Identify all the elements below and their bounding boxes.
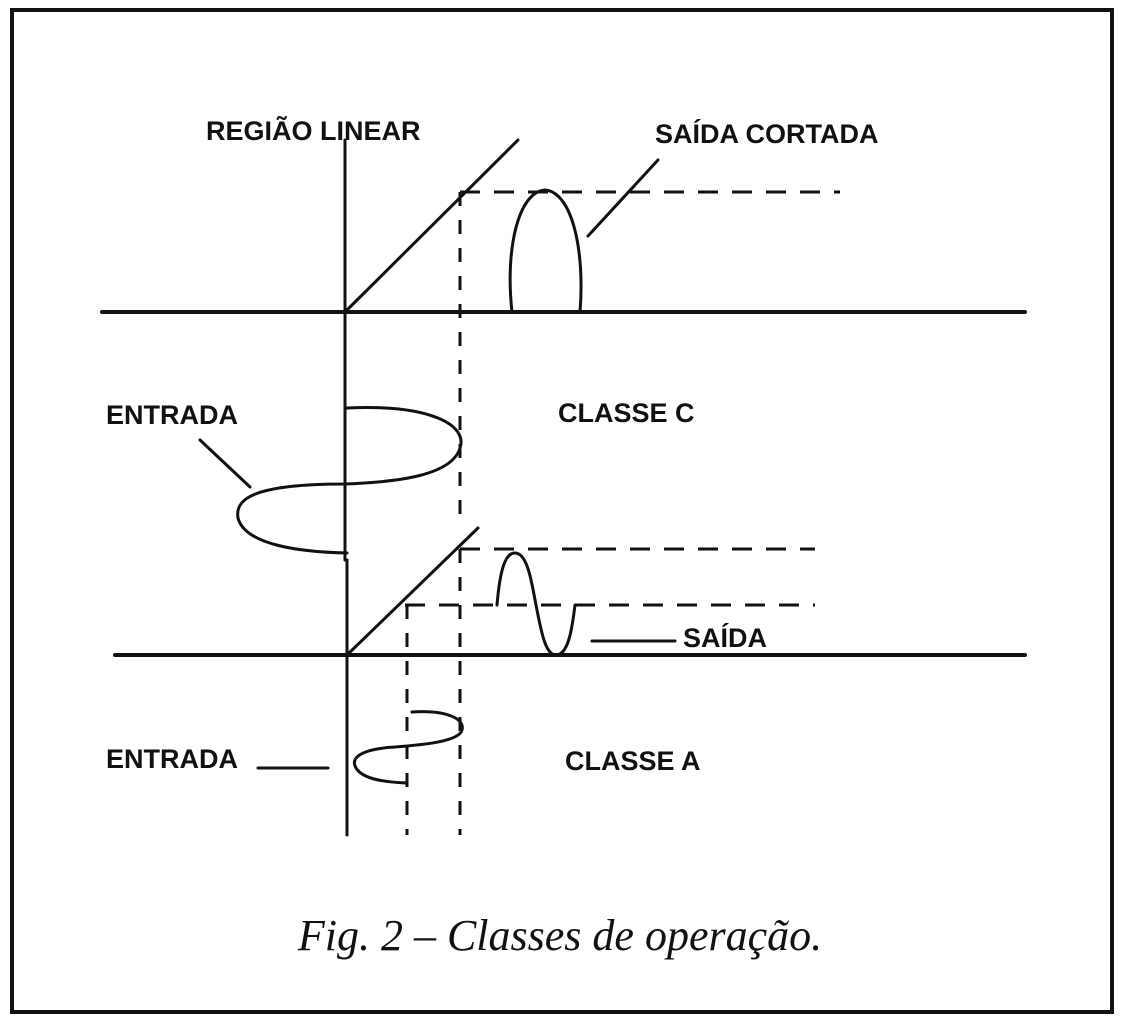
saida-label: SAÍDA [683, 622, 767, 653]
figure-frame [10, 8, 1114, 1014]
classe-c-label: CLASSE C [558, 398, 695, 428]
class-c-input-wave [236, 406, 463, 555]
regiao-linear-label: REGIÃO LINEAR [206, 115, 421, 146]
entrada-c-leader [198, 438, 252, 489]
class-a-panel: SAÍDA ENTRADA CLASSE A [106, 526, 1027, 837]
class-a-input-wave [352, 710, 464, 785]
class-a-output-wave [495, 551, 577, 657]
entrada-c-label: ENTRADA [106, 400, 238, 430]
figure-caption: Fig. 2 – Classes de operação. [297, 911, 822, 960]
class-a-transfer-line [345, 526, 480, 657]
saida-cortada-label: SAÍDA CORTADA [655, 118, 879, 149]
saida-cortada-leader [586, 158, 660, 238]
class-c-panel: REGIÃO LINEAR SAÍDA CORTADA ENTRADA CLAS… [100, 115, 1027, 562]
classe-a-label: CLASSE A [565, 746, 701, 776]
entrada-a-label: ENTRADA [106, 744, 238, 774]
class-c-output-pulse [508, 188, 583, 314]
class-c-transfer-line [343, 138, 520, 314]
